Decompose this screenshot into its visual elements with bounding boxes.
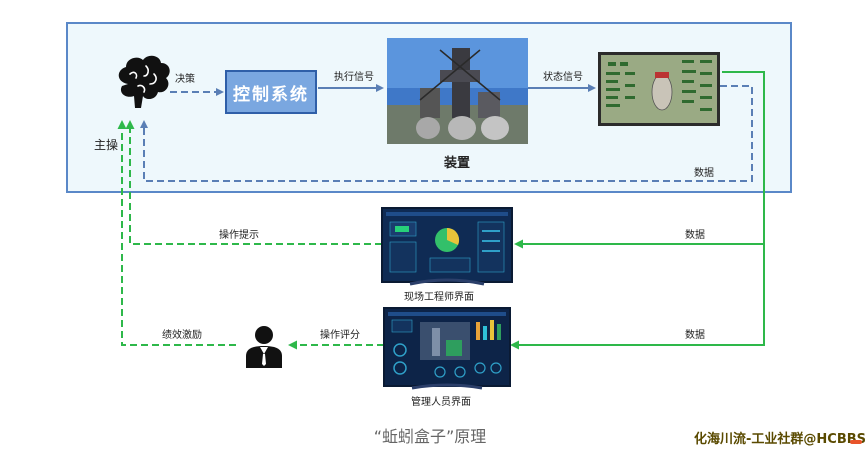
device-label: 装置: [444, 156, 471, 171]
manager-person-icon: [246, 326, 282, 368]
dcs-screen-thumbnail: [598, 52, 720, 126]
data-to-manager-line: [510, 244, 765, 350]
data-label-top: 数据: [694, 168, 714, 179]
manager-dashboard-thumbnail: [383, 307, 511, 390]
manager-ui-label: 管理人员界面: [411, 397, 471, 408]
exec-signal-label: 执行信号: [334, 72, 374, 83]
state-signal-label: 状态信号: [543, 72, 583, 83]
engineer-dashboard-thumbnail: [381, 207, 513, 286]
decision-label: 决策: [175, 74, 195, 85]
data-label-mid: 数据: [685, 230, 705, 241]
watermark: 化海川流-工业社群@HCBBS: [694, 432, 865, 447]
op-hint-arrow: [125, 120, 382, 245]
engineer-ui-label: 现场工程师界面: [404, 292, 474, 303]
data-label-bottom: 数据: [685, 330, 705, 341]
brain-icon: [118, 55, 170, 108]
op-hint-label: 操作提示: [219, 230, 259, 241]
data-feedback-loop: [140, 85, 753, 182]
data-to-engineer-line: [514, 71, 765, 249]
control-system-box: 控制系统: [225, 70, 317, 114]
figure-caption: “蚯蚓盒子”原理: [373, 427, 487, 446]
op-score-label: 操作评分: [320, 330, 360, 341]
main-operator-label: 主操: [94, 138, 119, 152]
incentive-arrow: [117, 120, 236, 346]
corner-mark: [850, 440, 862, 444]
perf-incentive-label: 绩效激励: [162, 330, 202, 341]
blast-furnace-photo: [387, 38, 528, 144]
